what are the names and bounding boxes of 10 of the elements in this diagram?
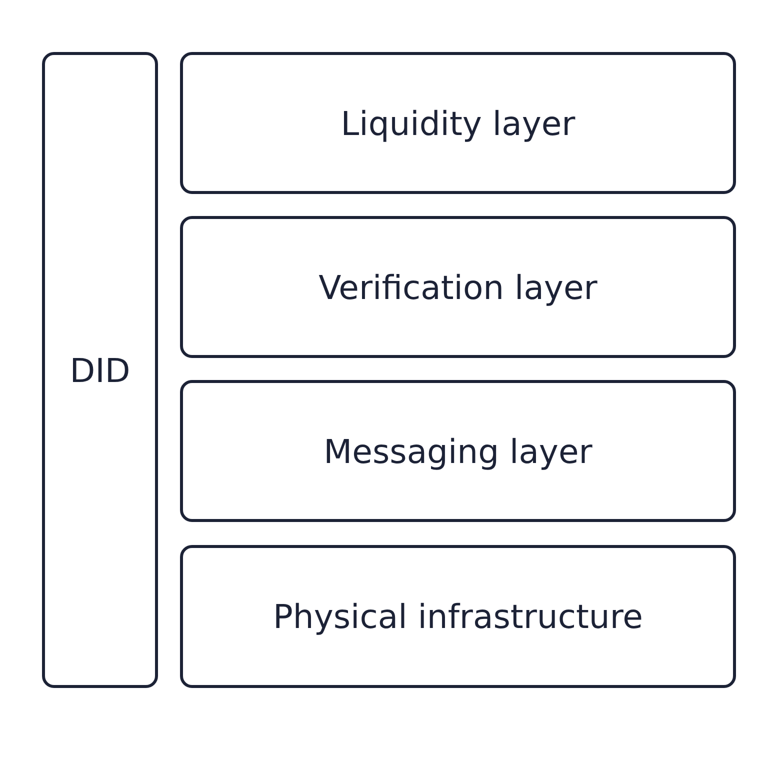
layer-label: Physical infrastructure [273,597,643,636]
layer-box [180,380,736,522]
layer-box [180,216,736,358]
side-bar [42,52,158,688]
layer-label: Liquidity layer [340,104,576,142]
layer-box [180,545,736,688]
bar-label: DID [70,350,130,390]
layer-label: Messaging layer [324,432,592,470]
layer-box [180,52,736,194]
layer-label: Verification layer [318,268,598,306]
